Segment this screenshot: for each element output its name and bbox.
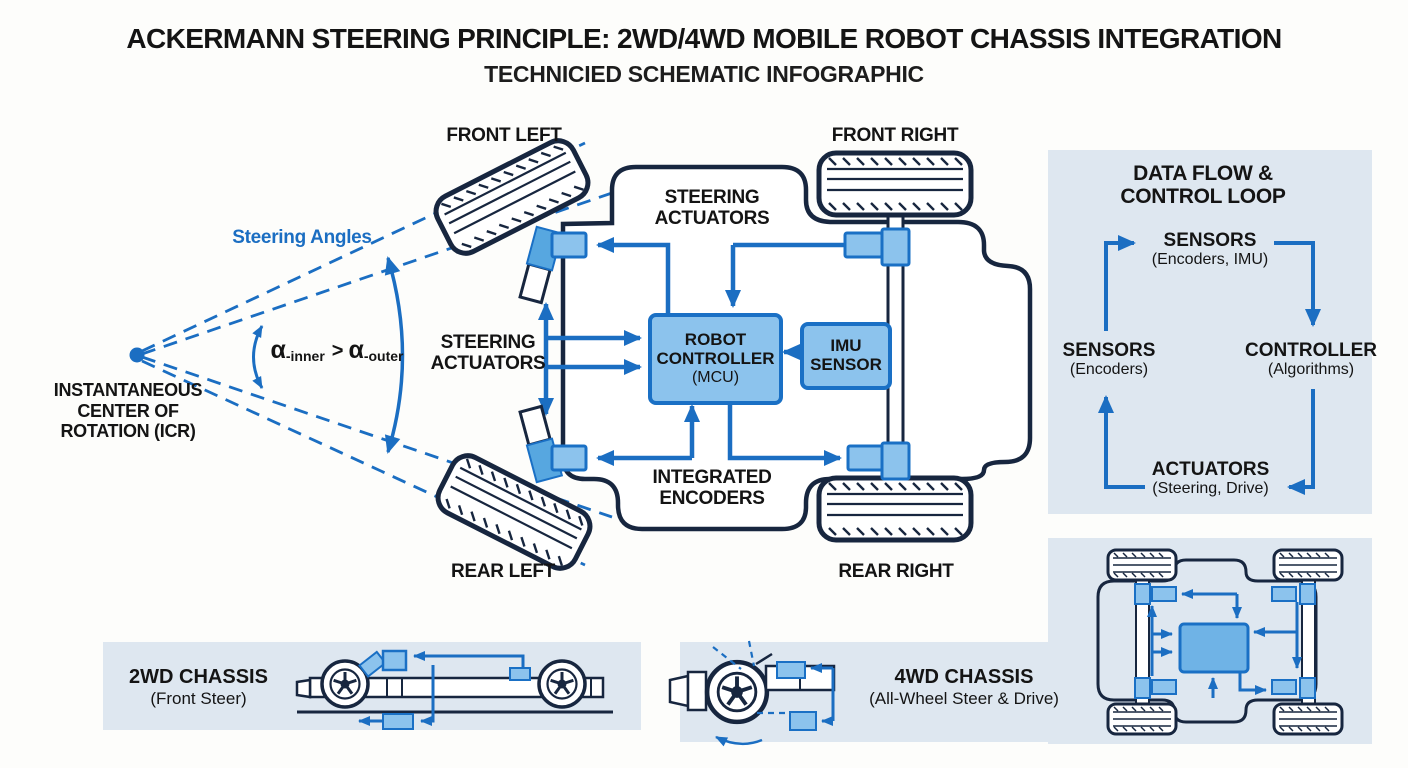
imu-sensor-label: IMU SENSOR [810, 336, 882, 374]
ackermann-inequality: α-inner>α-outer [270, 336, 404, 365]
loop-node-actuators: ACTUATORS (Steering, Drive) [1151, 459, 1270, 498]
robot-controller-sub: (MCU) [691, 368, 740, 386]
front-right-wheel-label: FRONT RIGHT [831, 125, 959, 146]
front-left-wheel [430, 135, 594, 259]
data-flow-panel [1048, 150, 1372, 514]
rear-right-wheel [819, 478, 971, 540]
loop-node-sensors-left: SENSORS (Encoders) [1062, 340, 1156, 379]
rear-right-wheel-label: REAR RIGHT [838, 561, 954, 582]
front-left-wheel-label: FRONT LEFT [446, 125, 562, 146]
page-subtitle: TECHNICIED SCHEMATIC INFOGRAPHIC [484, 61, 924, 87]
page-title: ACKERMANN STEERING PRINCIPLE: 2WD/4WD MO… [126, 23, 1282, 54]
alpha-outer: α [348, 336, 364, 364]
alpha-inner: α [270, 336, 286, 364]
rear-left-knuckle [518, 404, 564, 484]
chassis-outline [560, 164, 1033, 532]
robot-controller-label: ROBOT CONTROLLER [656, 330, 775, 368]
robot-controller-block: ROBOT CONTROLLER (MCU) [648, 313, 783, 405]
icr-label: INSTANTANEOUS CENTER OF ROTATION (ICR) [53, 380, 203, 442]
2wd-chassis-label: 2WD CHASSIS (Front Steer) [129, 666, 268, 708]
steering-actuators-left-label: STEERING ACTUATORS [430, 332, 546, 374]
steering-actuators-top-label: STEERING ACTUATORS [654, 187, 770, 229]
data-flow-title: DATA FLOW & CONTROL LOOP [1120, 162, 1286, 209]
rear-left-wheel-label: REAR LEFT [451, 561, 555, 582]
imu-sensor-block: IMU SENSOR [800, 322, 892, 390]
steering-angles-label: Steering Angles [232, 227, 372, 248]
loop-node-controller: CONTROLLER (Algorithms) [1245, 340, 1377, 379]
inner-angle-arc [252, 325, 264, 389]
rear-left-wheel [432, 450, 596, 574]
front-left-knuckle [518, 225, 564, 305]
loop-node-sensors-top: SENSORS (Encoders, IMU) [1151, 230, 1269, 269]
icr-point [129, 347, 145, 363]
integrated-encoders-label: INTEGRATED ENCODERS [652, 467, 772, 509]
front-right-wheel [819, 153, 971, 215]
4wd-chassis-label: 4WD CHASSIS (All-Wheel Steer & Drive) [869, 666, 1059, 708]
4wd-topview-panel [1048, 538, 1372, 744]
